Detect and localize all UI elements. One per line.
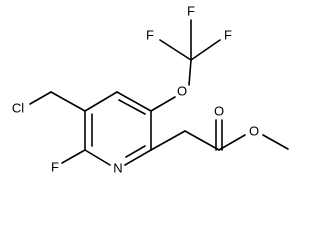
ring-nitrogen-label: N xyxy=(113,161,122,176)
bond-c5-o xyxy=(150,96,176,112)
molecule-structure: F F F O Cl F N O O xyxy=(11,3,289,176)
bond-ch2-carbonyl-c xyxy=(184,130,220,151)
bond-ester-o-methyl xyxy=(262,134,289,150)
carbonyl-oxygen-label: O xyxy=(214,104,224,119)
bond-carbonyl-c-ester-o xyxy=(218,134,246,151)
ring-bond-c4-c5 xyxy=(116,91,152,112)
ring-bond-c3-c4 xyxy=(84,91,118,112)
bond-c3-ch2 xyxy=(50,91,86,112)
bond-c6-ch2 xyxy=(150,130,186,151)
ring-fluorine-label: F xyxy=(51,160,59,175)
bond-ch2-cl xyxy=(29,91,52,105)
bond-c2-f xyxy=(61,149,86,164)
bond-cf3-f-left xyxy=(159,39,192,61)
ring-bond-c6-n xyxy=(124,149,152,166)
ring-bond-n-c2 xyxy=(84,149,111,166)
ether-oxygen-label: O xyxy=(177,84,187,99)
fluorine-label-right: F xyxy=(224,28,232,43)
chlorine-label: Cl xyxy=(12,101,24,116)
ring-double-bond-c4-c5 xyxy=(118,99,146,115)
fluorine-label-top: F xyxy=(187,4,195,19)
bond-cf3-f-right xyxy=(190,39,221,61)
ring-double-bond-c6-n xyxy=(125,145,146,158)
ester-oxygen-label: O xyxy=(249,124,259,139)
fluorine-label-left: F xyxy=(146,28,154,43)
bond-o-cf3 xyxy=(188,59,192,86)
